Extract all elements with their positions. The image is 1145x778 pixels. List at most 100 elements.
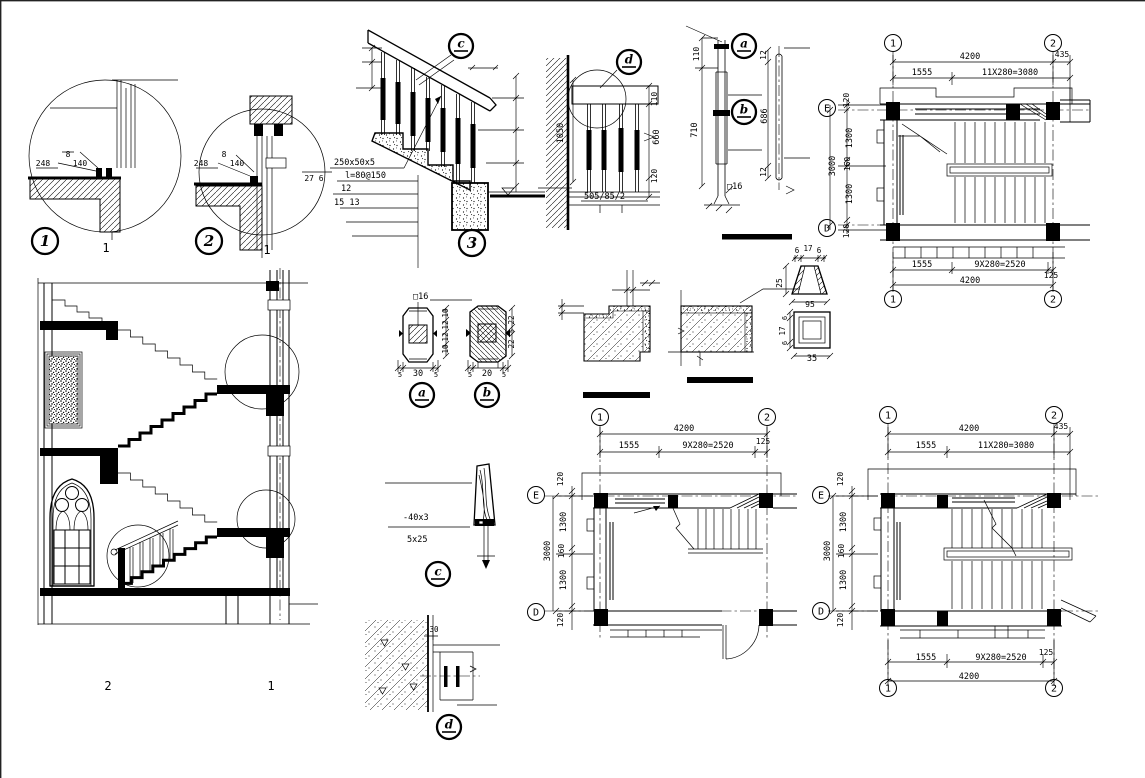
bubble-label: 2: [1050, 295, 1056, 306]
detail-bubble-3: 3: [457, 228, 487, 258]
baluster-section-b: [464, 304, 516, 372]
base-plate-detail: [786, 308, 834, 360]
sa-dim: 12: [441, 332, 450, 341]
sa-dim: 12: [441, 320, 450, 329]
trapezoid-cap-detail: [782, 254, 831, 306]
bp-dim: 35: [807, 354, 817, 364]
grid-bubble: 1: [879, 406, 897, 424]
wall-fixing-detail-d: [365, 615, 500, 712]
hr-dim-660: 660: [652, 129, 662, 144]
d2-position: 1: [263, 243, 270, 257]
bubble-label: 1: [597, 413, 603, 424]
d3-note-plate: 250x50x5: [334, 158, 375, 168]
bal-dim-686: 686: [760, 108, 770, 123]
scale-bar: [722, 234, 792, 240]
ptr-dim: 125: [1044, 271, 1059, 280]
pbr-dim: 435: [1054, 422, 1069, 431]
bubble-label: 2: [1051, 411, 1057, 422]
bubble-label: E: [818, 491, 824, 502]
sa-dim: 5: [434, 371, 438, 379]
bubble-label: D: [824, 224, 830, 235]
ptr-dim: 1300: [845, 184, 855, 204]
ptr-dim: 160: [843, 157, 852, 172]
wall-detail-2: [194, 95, 332, 258]
pm-dim: 3000: [543, 541, 553, 561]
bubble-label: D: [818, 607, 824, 618]
ptr-dim: 1300: [845, 128, 855, 148]
elevation-balusters: [586, 104, 640, 192]
callout-a-on-baluster: a: [730, 32, 758, 60]
sb-dim: 22: [507, 339, 516, 348]
ptr-dim: 1555: [912, 68, 932, 78]
pbr-dim: 160: [837, 544, 846, 559]
bubble-label: b: [740, 103, 748, 117]
detail-bubble-2: 2: [194, 226, 224, 256]
grid-bubble: D: [527, 603, 545, 621]
sec-grid-1: 1: [267, 679, 274, 693]
bubble-label: d: [445, 718, 454, 732]
balusters: [380, 52, 476, 183]
d3-note-anchor: l=80@150: [345, 171, 386, 181]
pbr-dim: 4200: [959, 424, 979, 434]
ptr-dim: 120: [842, 224, 851, 239]
grid-bubble: D: [818, 219, 836, 237]
building-section: [37, 268, 318, 625]
pbr-dim: 9X280=2520: [975, 653, 1026, 663]
sa-note-sq16: □16: [413, 292, 428, 302]
bubble-label: 2: [1050, 39, 1056, 50]
bubble-label: 2: [764, 413, 770, 424]
tz-dim: 6: [795, 246, 800, 255]
bubble-label: 3: [467, 234, 477, 252]
pm-dim: 1300: [559, 512, 569, 532]
hr-dim-110: 110: [650, 92, 659, 107]
section-balustrade: [110, 520, 179, 588]
gothic-window: [49, 478, 95, 587]
wall-detail-1: [28, 79, 182, 240]
stair-plan-middle: [545, 426, 797, 660]
d1-dim-248: 248: [36, 159, 51, 168]
pbr-dim: 125: [1039, 648, 1054, 657]
bp-dim: 6: [781, 341, 789, 345]
tz-dim: 6: [817, 246, 822, 255]
grid-bubble: D: [812, 602, 830, 620]
sb-dim: 5: [502, 371, 506, 379]
pm-dim: 125: [756, 437, 771, 446]
ptr-dim: 11X280=3080: [982, 68, 1038, 78]
pm-dim: 4200: [674, 424, 694, 434]
bubble-label: c: [457, 37, 465, 51]
sb-dim: 22: [507, 315, 516, 324]
ptr-dim: 1555: [912, 260, 932, 270]
d2-note: 27 6: [304, 174, 323, 183]
bubble-label: E: [533, 491, 539, 502]
grid-bubble: 2: [1044, 290, 1062, 308]
pbr-dim: 1555: [916, 653, 936, 663]
callout-b-on-baluster: b: [730, 98, 758, 126]
d3-note-1513: 15 13: [334, 198, 360, 208]
baluster-elevation-details: [685, 25, 810, 214]
pbr-dim: 1300: [839, 570, 849, 590]
pm-dim: 1555: [619, 441, 639, 451]
bubble-label: E: [824, 104, 830, 115]
grid-bubble: E: [527, 486, 545, 504]
pbr-dim: 1555: [916, 441, 936, 451]
grid-bubble: 2: [1045, 679, 1063, 697]
bal-note-sq16: □16: [727, 182, 742, 192]
grid-bubble: 1: [884, 290, 902, 308]
section-bubble-d: d: [435, 713, 463, 741]
section-bubble-c: c: [424, 560, 452, 588]
grid-bubble: E: [812, 486, 830, 504]
bubble-label: 1: [885, 411, 891, 422]
d1-dim-8: 8: [66, 150, 71, 159]
grid-bubble: 2: [758, 408, 776, 426]
bubble-label: 2: [1051, 684, 1057, 695]
bal-dim-12b: 12: [759, 167, 768, 177]
d1-position: 1: [102, 241, 109, 255]
sec-grid-2: 2: [104, 679, 111, 693]
bubble-label: a: [418, 386, 426, 400]
c-note-40x3: -40x3: [403, 513, 429, 523]
stair-plan-bottom-right: [828, 424, 1100, 686]
sb-dim: 20: [482, 369, 492, 379]
